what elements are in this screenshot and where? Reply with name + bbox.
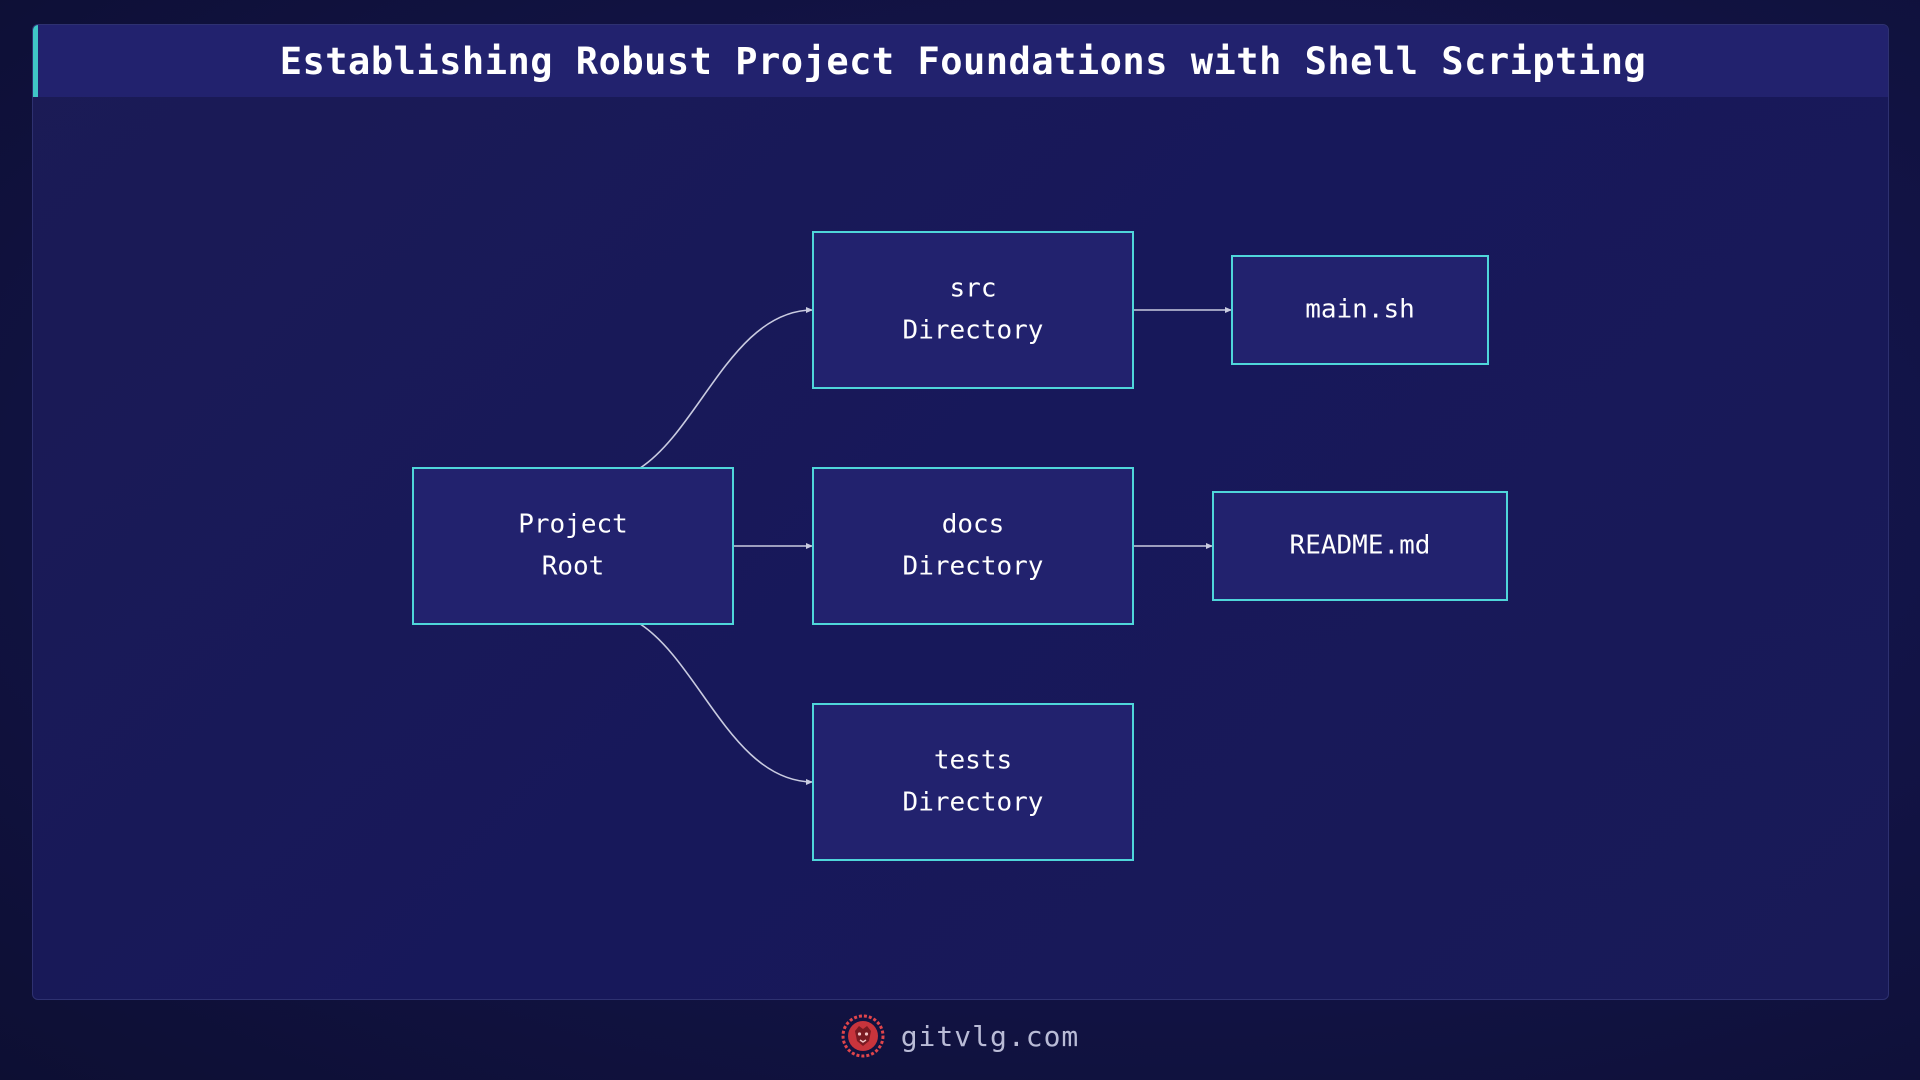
- node-label-main-line-0: main.sh: [1305, 295, 1415, 325]
- edge-root-to-src: [639, 307, 814, 469]
- node-main: main.sh: [1231, 255, 1489, 365]
- node-readme: README.md: [1212, 491, 1508, 601]
- node-label-src-line-1: Directory: [903, 316, 1044, 346]
- node-box-src: [812, 231, 1134, 389]
- node-box-readme: [1212, 491, 1508, 601]
- node-label-readme-line-0: README.md: [1290, 531, 1431, 561]
- node-box-tests: [812, 703, 1134, 861]
- lion-logo-icon: [841, 1014, 885, 1058]
- node-label-tests-line-0: tests: [934, 746, 1012, 776]
- footer-site-link[interactable]: gitvlg.com: [900, 1019, 1080, 1053]
- node-box-main: [1231, 255, 1489, 365]
- node-label-root-line-0: Project: [518, 510, 628, 540]
- title-bar: Establishing Robust Project Foundations …: [33, 25, 1888, 97]
- node-box-root: [412, 467, 734, 625]
- node-label-docs-line-1: Directory: [903, 552, 1044, 582]
- edges-layer: [639, 307, 1232, 785]
- node-label-tests-line-1: Directory: [903, 788, 1044, 818]
- node-label-docs-line-0: docs: [942, 510, 1005, 540]
- node-box-docs: [812, 467, 1134, 625]
- node-label-src-line-0: src: [950, 274, 997, 304]
- footer: gitvlg.com: [0, 1008, 1920, 1064]
- node-label-root-line-1: Root: [542, 552, 605, 582]
- nodes-layer: ProjectRootsrcDirectorydocsDirectorytest…: [412, 231, 1508, 861]
- page-title: Establishing Robust Project Foundations …: [279, 39, 1647, 83]
- edge-root-to-tests: [639, 623, 814, 785]
